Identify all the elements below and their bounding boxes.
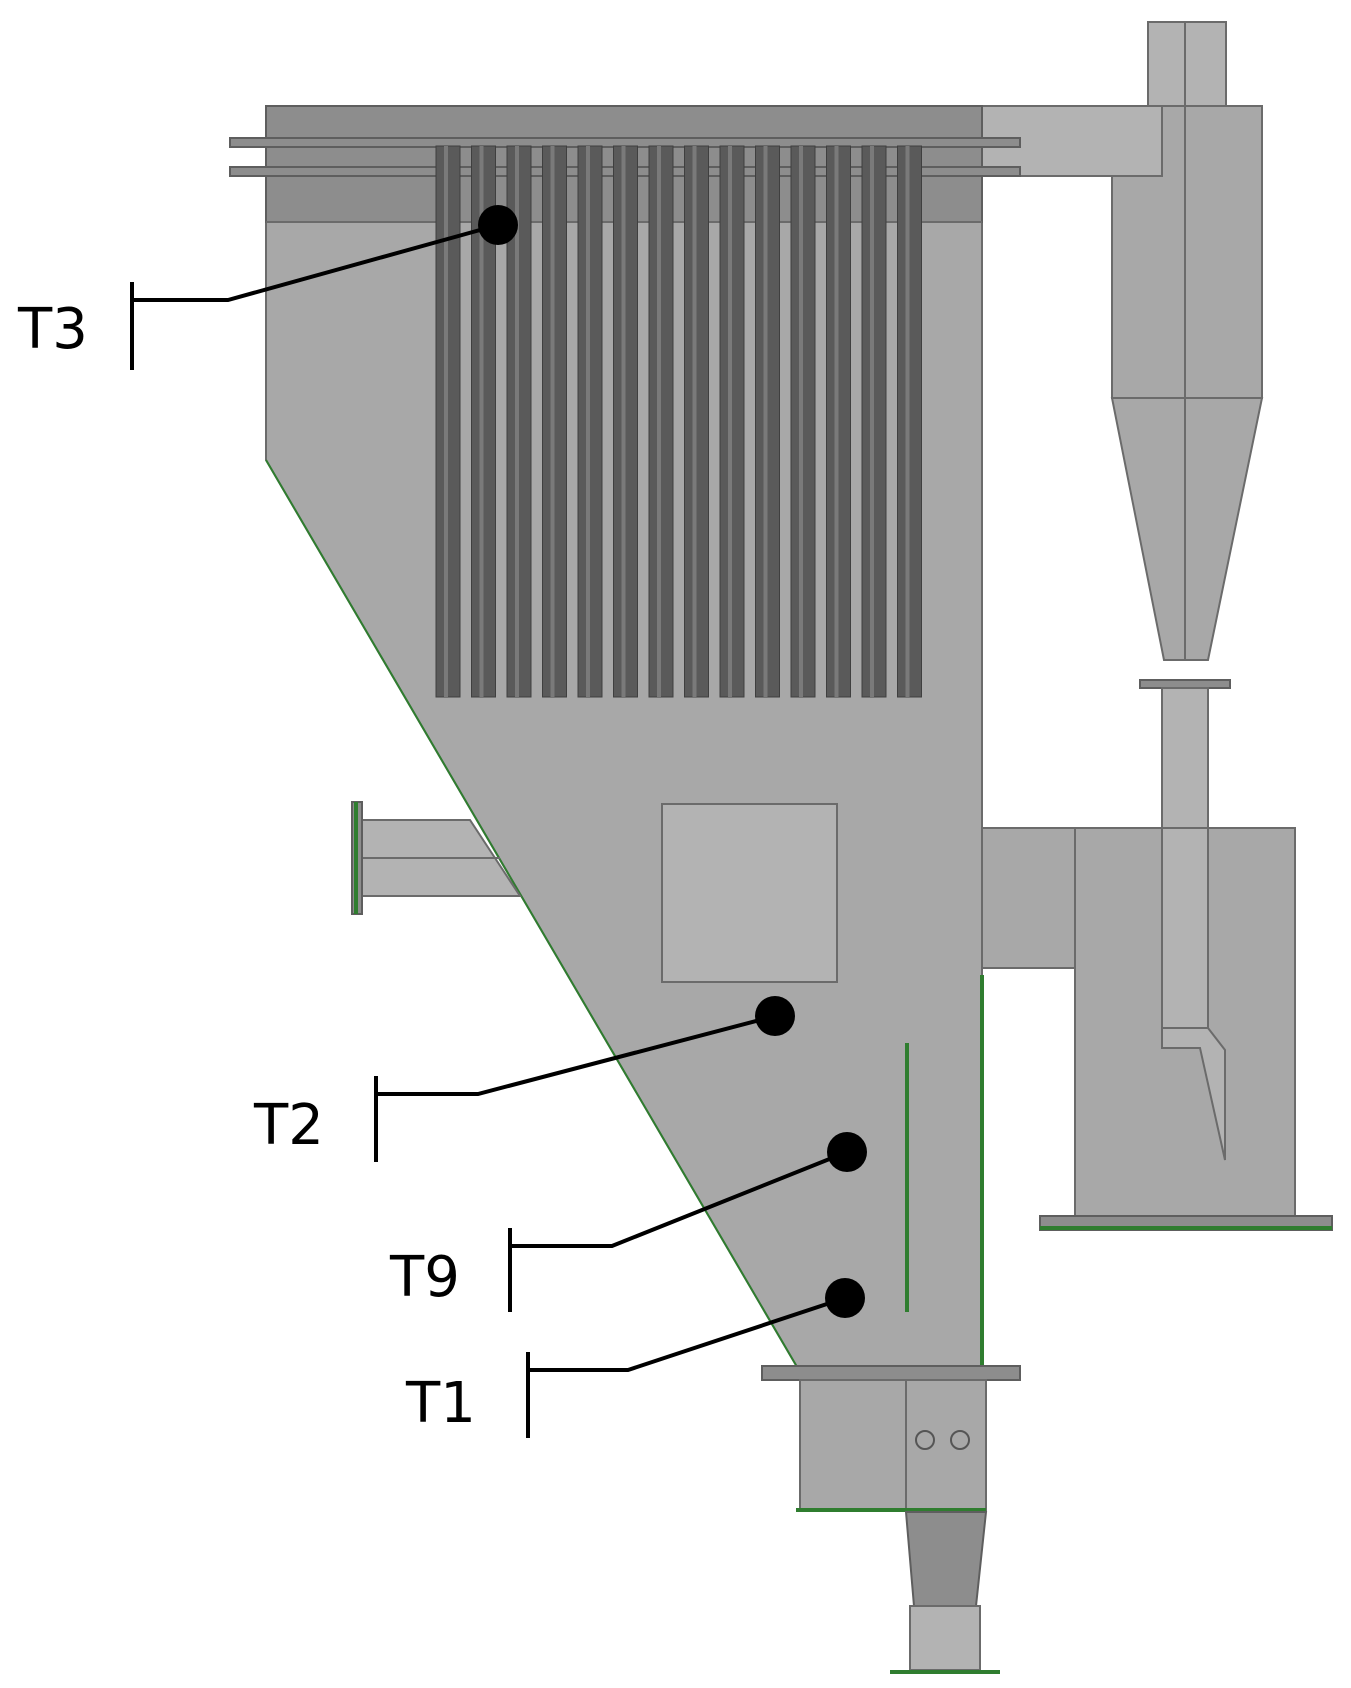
filter-tube-highlight [479,146,484,697]
sensor-t1: T1 [405,1278,865,1438]
filter-tube-highlight [657,146,661,697]
filter-tube-highlight [515,146,519,697]
filter-tube-highlight [550,146,555,697]
filter-tube-highlight [621,146,626,697]
sensor-t9-label: T9 [389,1245,460,1310]
sensor-t9-leader [508,1150,848,1312]
sensor-t2-label: T2 [253,1093,324,1158]
sensor-t1-marker [825,1278,865,1318]
sensor-t1-label: T1 [405,1371,476,1436]
sensor-t9-marker [827,1132,867,1172]
inspection-window [661,803,838,983]
filter-tube-highlight [905,146,910,697]
filter-tube-highlight [586,146,590,697]
filter-tube-highlight [763,146,768,697]
sensor-t3-label: T3 [17,297,88,362]
sensor-t3: T3 [17,205,518,370]
inlet-pipe [351,801,522,915]
bottom-discharge [761,1365,1021,1674]
filter-tube-highlight [444,146,448,697]
filter-tube-highlight [728,146,732,697]
sensor-t2-marker [755,996,795,1036]
sensor-t3-marker [478,205,518,245]
filter-tube-highlight [799,146,803,697]
filter-tube-highlight [870,146,874,697]
cyclone-collector [981,827,1333,1231]
sensor-t9: T9 [389,1132,867,1312]
filter-tube-highlight [692,146,697,697]
sensor-t1-leader [526,1296,846,1438]
sensor-t3-leader [130,223,499,370]
sensor-t2-leader [374,1014,776,1162]
sensor-t2: T2 [253,996,795,1162]
filter-tube-highlight [834,146,839,697]
